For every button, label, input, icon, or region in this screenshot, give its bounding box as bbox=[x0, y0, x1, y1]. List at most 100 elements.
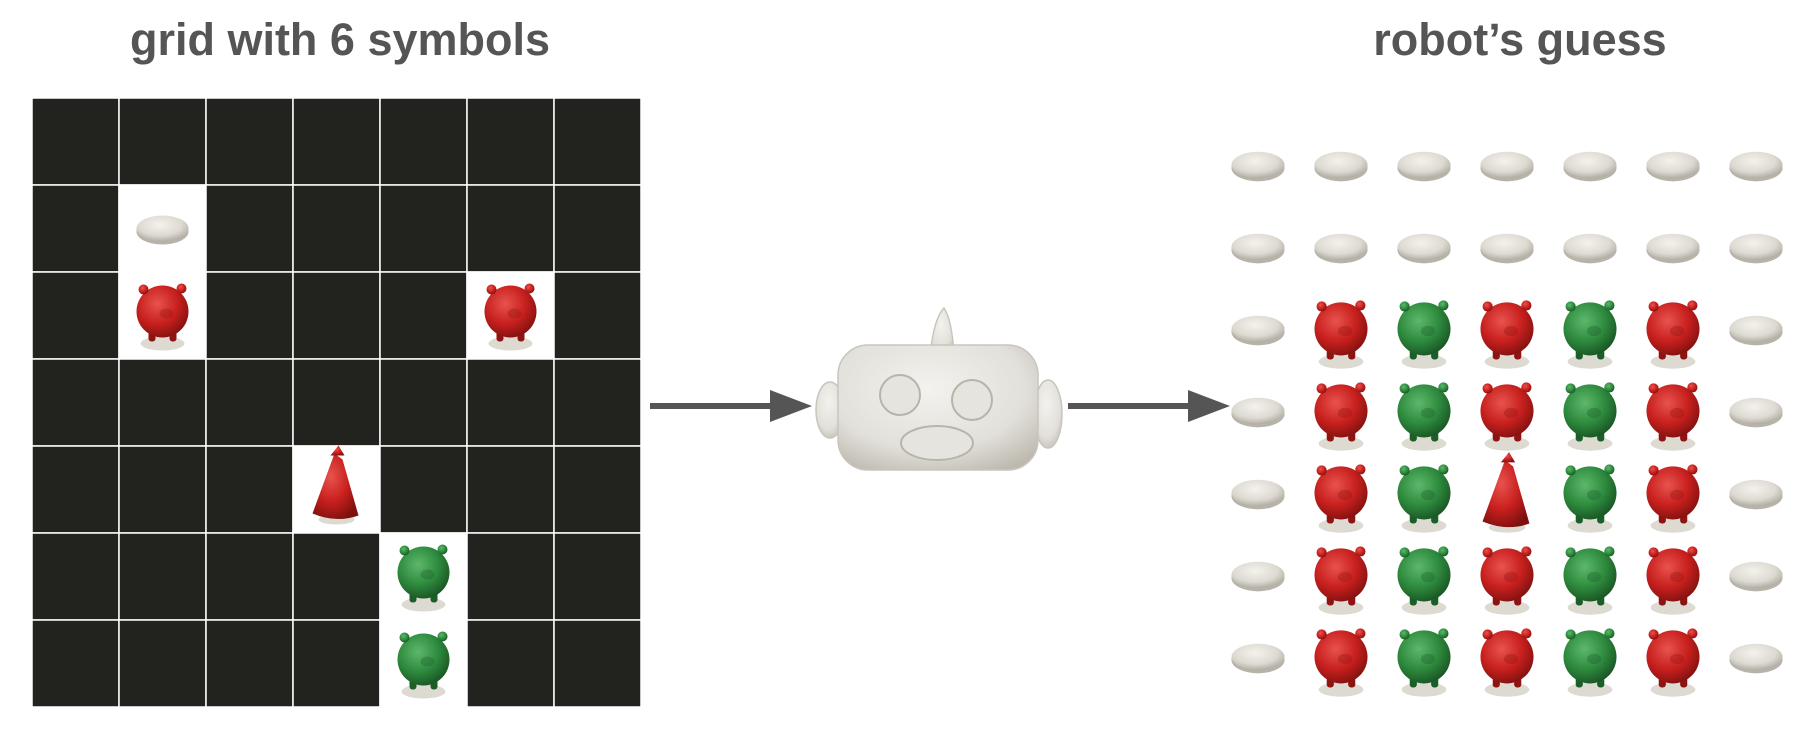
grid-cell bbox=[118, 619, 207, 708]
flat-disc-symbol bbox=[1729, 479, 1783, 510]
grid-cell bbox=[31, 532, 120, 621]
grid-cell bbox=[205, 358, 294, 447]
flat-disc-symbol bbox=[1231, 479, 1285, 510]
grid-cell bbox=[118, 532, 207, 621]
red-round-figure-symbol bbox=[1646, 382, 1700, 451]
grid-cell bbox=[118, 445, 207, 534]
grid-cell bbox=[205, 532, 294, 621]
green-round-figure-symbol bbox=[1397, 546, 1451, 615]
red-round-figure-symbol bbox=[1314, 628, 1368, 697]
red-round-figure-symbol bbox=[1314, 546, 1368, 615]
red-round-figure-symbol bbox=[1314, 382, 1368, 451]
grid-cell bbox=[31, 358, 120, 447]
grid-cell bbox=[205, 445, 294, 534]
flat-disc-symbol bbox=[1563, 151, 1617, 182]
grid-cell bbox=[466, 97, 555, 186]
grid-cell bbox=[553, 271, 642, 360]
robot-right-eye bbox=[951, 379, 993, 421]
green-round-figure-symbol bbox=[1563, 628, 1617, 697]
grid-cell bbox=[379, 358, 468, 447]
grid-cell bbox=[205, 184, 294, 273]
grid-cell bbox=[292, 97, 381, 186]
green-round-figure-symbol bbox=[1397, 628, 1451, 697]
robot-icon bbox=[815, 306, 1063, 471]
red-round-figure-symbol bbox=[1646, 300, 1700, 369]
flat-disc-symbol bbox=[1729, 643, 1783, 674]
flat-disc-symbol bbox=[1231, 315, 1285, 346]
flat-disc-symbol bbox=[1397, 233, 1451, 264]
grid-cell bbox=[553, 97, 642, 186]
grid-cell bbox=[205, 97, 294, 186]
green-round-figure-symbol bbox=[397, 544, 450, 612]
grid-cell bbox=[379, 184, 468, 273]
output-arrow-head bbox=[1188, 390, 1230, 422]
grid-cell bbox=[466, 358, 555, 447]
flat-disc-symbol bbox=[1729, 233, 1783, 264]
flat-disc-symbol bbox=[1231, 151, 1285, 182]
flat-disc-symbol bbox=[1480, 151, 1534, 182]
robot-mouth bbox=[900, 425, 974, 461]
grid-cell bbox=[292, 271, 381, 360]
red-round-figure-symbol bbox=[1646, 546, 1700, 615]
flat-disc-symbol bbox=[1397, 151, 1451, 182]
grid-cell bbox=[292, 184, 381, 273]
red-cone-figure-symbol bbox=[1482, 452, 1530, 533]
green-round-figure-symbol bbox=[1397, 382, 1451, 451]
flat-disc-symbol bbox=[1646, 151, 1700, 182]
red-round-figure-symbol bbox=[136, 283, 189, 351]
grid-cell bbox=[553, 184, 642, 273]
grid-cell bbox=[31, 184, 120, 273]
grid-cell bbox=[31, 271, 120, 360]
input-arrow-head bbox=[770, 390, 812, 422]
grid-cell bbox=[466, 445, 555, 534]
green-round-figure-symbol bbox=[397, 631, 450, 699]
green-round-figure-symbol bbox=[1563, 546, 1617, 615]
red-round-figure-symbol bbox=[1314, 464, 1368, 533]
grid-cell bbox=[205, 271, 294, 360]
flat-disc-symbol bbox=[1314, 233, 1368, 264]
grid-cell bbox=[553, 532, 642, 621]
grid-title: grid with 6 symbols bbox=[129, 14, 551, 65]
grid-cell bbox=[379, 271, 468, 360]
flat-disc-symbol bbox=[1231, 643, 1285, 674]
grid-cell bbox=[31, 97, 120, 186]
flat-disc-symbol bbox=[1231, 397, 1285, 428]
grid-cell bbox=[118, 358, 207, 447]
red-round-figure-symbol bbox=[1646, 628, 1700, 697]
grid-cell bbox=[379, 97, 468, 186]
grid-cell bbox=[466, 619, 555, 708]
grid-cell bbox=[466, 532, 555, 621]
red-round-figure-symbol bbox=[1646, 464, 1700, 533]
green-round-figure-symbol bbox=[1397, 300, 1451, 369]
grid-cell bbox=[118, 97, 207, 186]
robot-left-eye bbox=[879, 374, 921, 416]
grid-cell bbox=[553, 445, 642, 534]
grid-cell bbox=[553, 358, 642, 447]
flat-disc-symbol bbox=[1231, 561, 1285, 592]
green-round-figure-symbol bbox=[1563, 382, 1617, 451]
flat-disc-symbol bbox=[1231, 233, 1285, 264]
grid-cell bbox=[466, 184, 555, 273]
green-round-figure-symbol bbox=[1397, 464, 1451, 533]
robot-guess-title: robot’s guess bbox=[1373, 14, 1667, 65]
grid-cell bbox=[553, 619, 642, 708]
flat-disc-symbol bbox=[1729, 561, 1783, 592]
flat-disc-symbol bbox=[1314, 151, 1368, 182]
grid-cell bbox=[205, 619, 294, 708]
green-round-figure-symbol bbox=[1563, 464, 1617, 533]
red-round-figure-symbol bbox=[484, 283, 537, 351]
robot-antenna bbox=[929, 306, 955, 356]
red-round-figure-symbol bbox=[1480, 382, 1534, 451]
flat-disc-symbol bbox=[1480, 233, 1534, 264]
robot-head bbox=[837, 344, 1039, 471]
symbol-grid bbox=[31, 97, 642, 708]
grid-cell bbox=[292, 619, 381, 708]
flat-disc-symbol bbox=[1563, 233, 1617, 264]
flat-disc-symbol bbox=[1729, 397, 1783, 428]
green-round-figure-symbol bbox=[1563, 300, 1617, 369]
arrows bbox=[650, 390, 1230, 422]
grid-cell bbox=[379, 445, 468, 534]
grid-cell bbox=[31, 619, 120, 708]
flat-disc-symbol bbox=[136, 215, 189, 245]
